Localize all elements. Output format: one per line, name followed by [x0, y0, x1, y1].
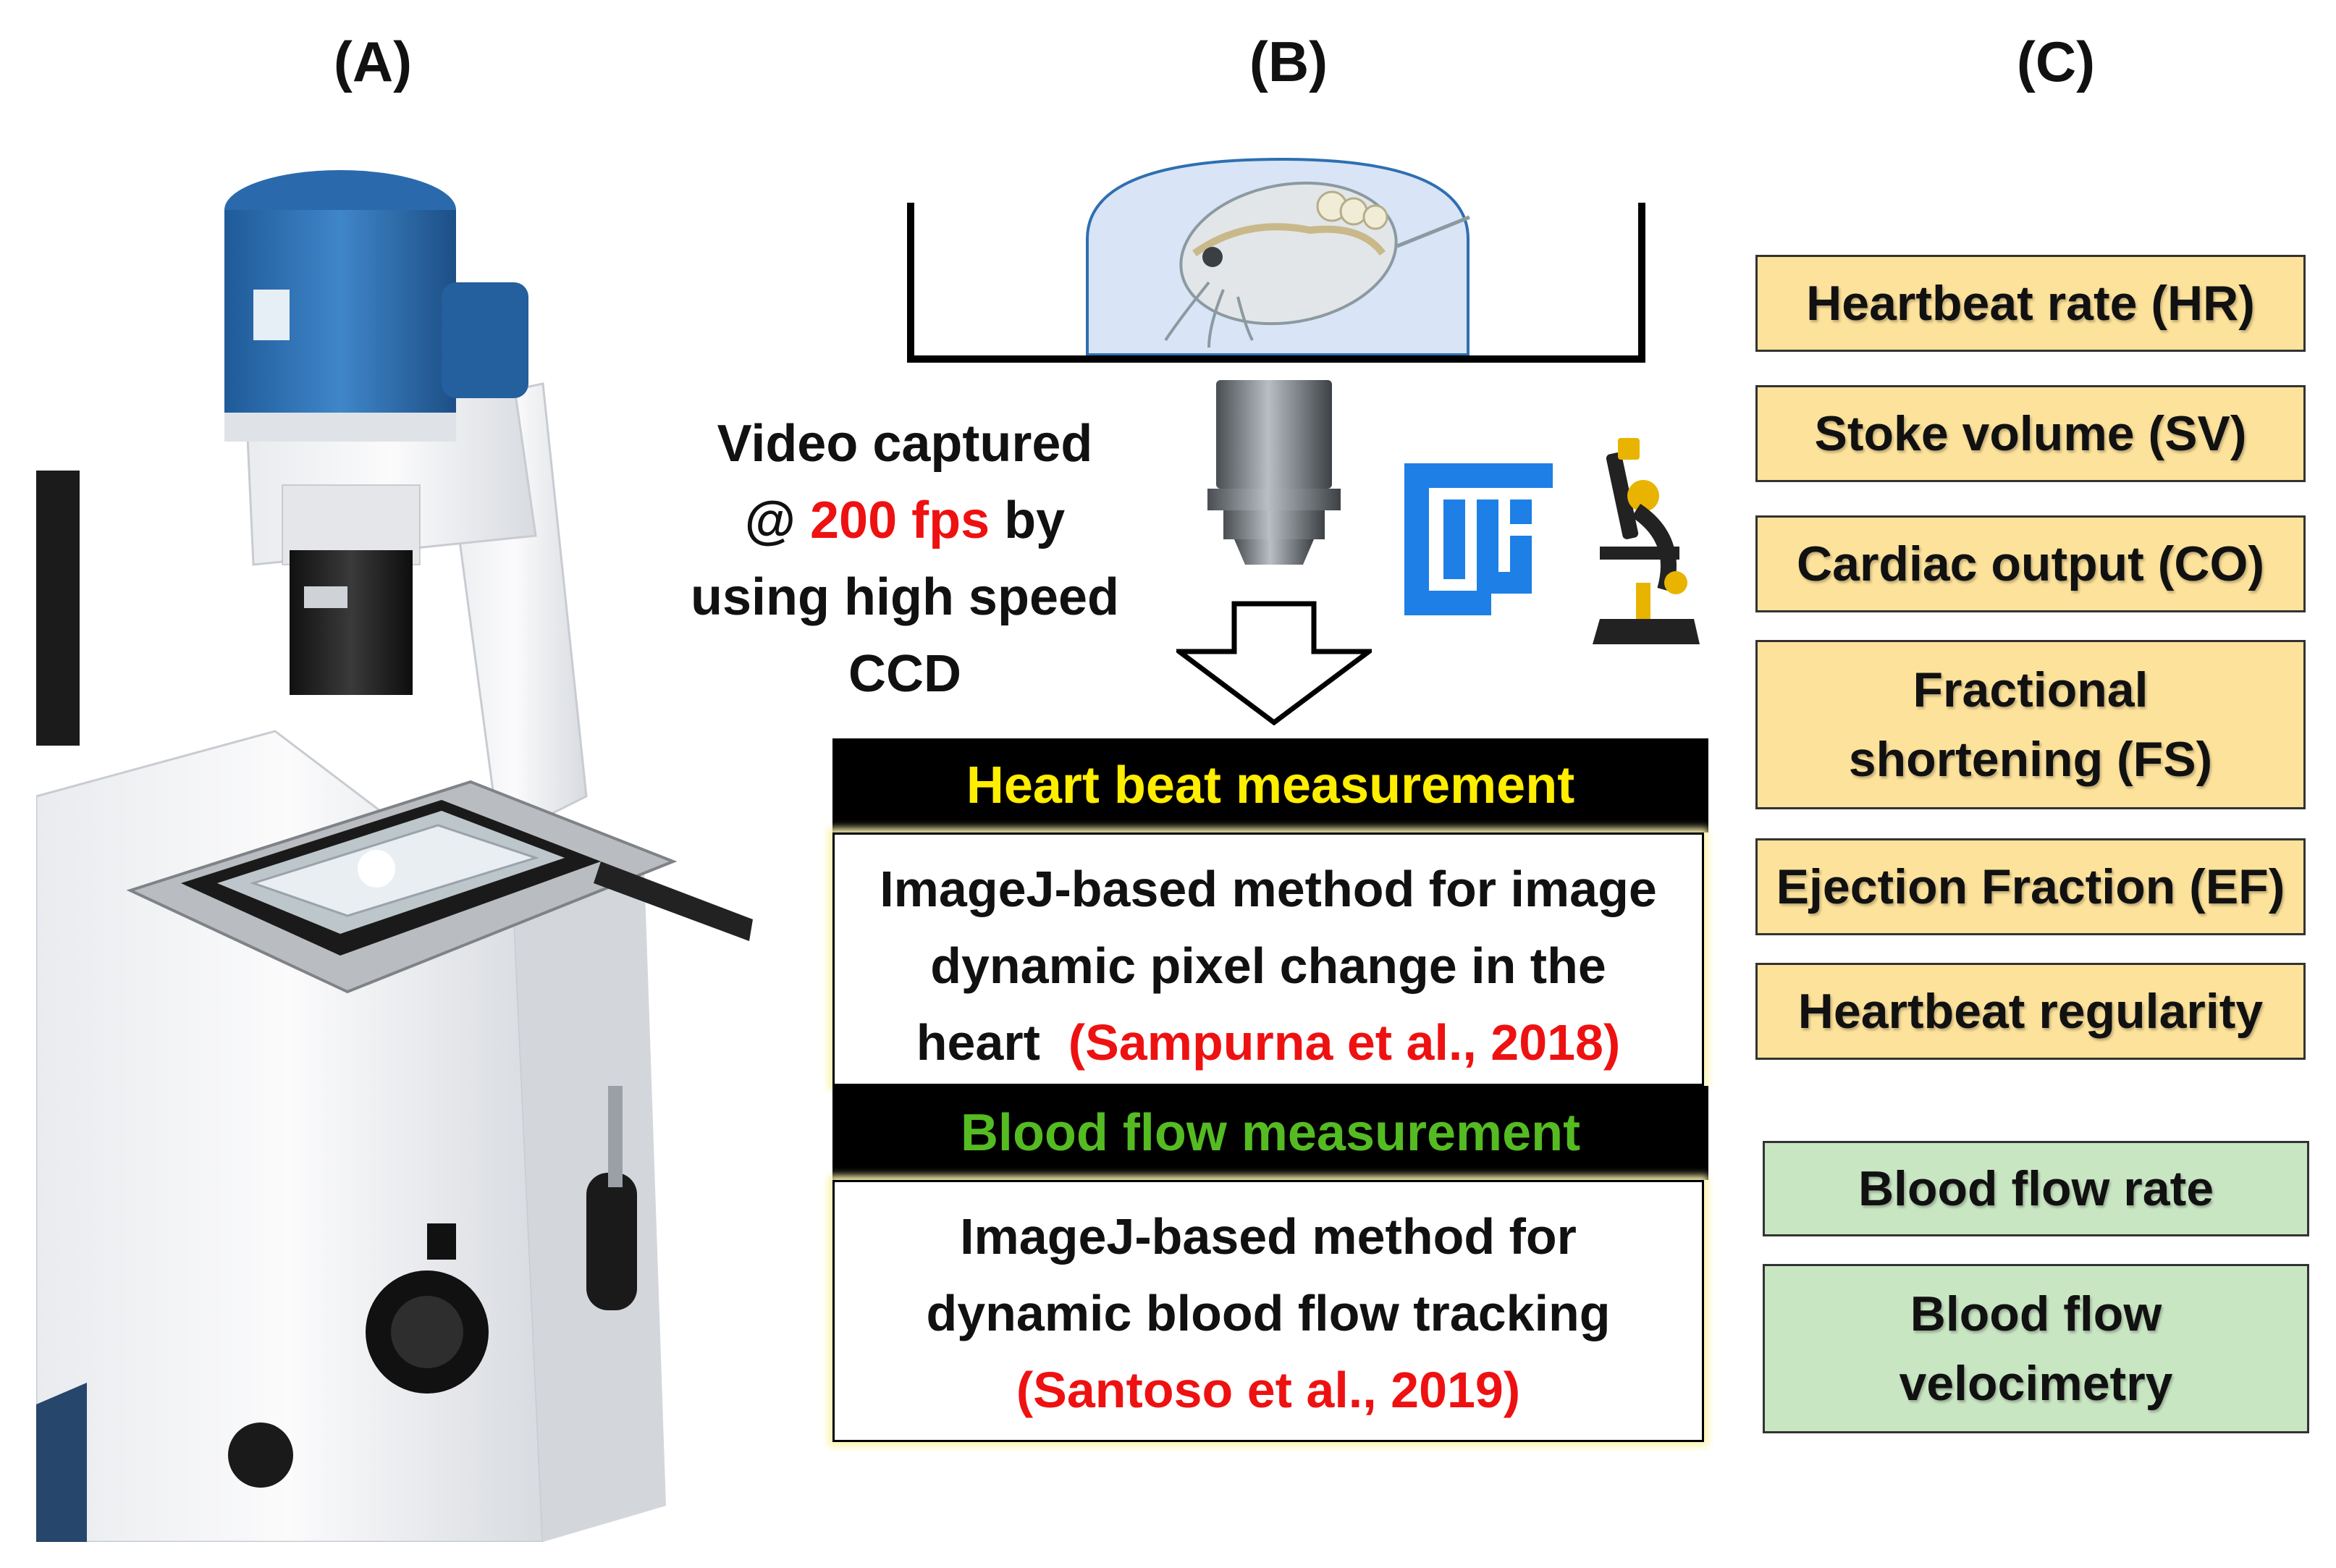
panel-label-b: (B) [1249, 30, 1328, 93]
heart-citation: (Sampurna et al., 2018) [1068, 1014, 1621, 1071]
fps-highlight: 200 fps [810, 492, 990, 549]
fiji-logo-icon [1404, 463, 1553, 615]
metric-fractional-shortening: Fractional shortening (FS) [1755, 640, 2306, 809]
blood-flow-method: ImageJ-based method for dynamic blood fl… [832, 1180, 1704, 1442]
heart-method-line-3: heart (Sampurna et al., 2018) [916, 1014, 1621, 1071]
heart-beat-section-title: Heart beat measurement [832, 738, 1708, 833]
blood-method-line-2: dynamic blood flow tracking [926, 1285, 1611, 1341]
metric-heartbeat-rate: Heartbeat rate (HR) [1755, 255, 2306, 352]
metric-blood-flow-rate: Blood flow rate [1763, 1141, 2309, 1236]
caption-line-2: @ 200 fps by [744, 492, 1066, 549]
microscope-icon [1593, 438, 1700, 644]
metric-ejection-fraction: Ejection Fraction (EF) [1755, 838, 2306, 935]
panel-label-c: (C) [2016, 30, 2096, 93]
caption-line-4: CCD [848, 645, 961, 703]
daphnia-icon [1164, 181, 1470, 348]
panel-label-a: (A) [333, 30, 413, 93]
metric-blood-flow-velocimetry: Blood flow velocimetry [1763, 1264, 2309, 1433]
caption-line-1: Video captured [717, 415, 1093, 473]
metric-stroke-volume: Stoke volume (SV) [1755, 385, 2306, 482]
heart-method-line-2: dynamic pixel change in the [930, 937, 1606, 994]
heart-beat-method: ImageJ-based method for image dynamic pi… [832, 833, 1704, 1086]
inverted-microscope-photo [36, 170, 753, 1542]
down-arrow-icon [1176, 601, 1372, 725]
metric-cardiac-output: Cardiac output (CO) [1755, 515, 2306, 612]
video-capture-caption: Video captured @ 200 fps by using high s… [637, 405, 1173, 712]
caption-line-3: using high speed [690, 568, 1120, 626]
objective-lens-icon [1207, 380, 1341, 565]
blood-flow-section-title: Blood flow measurement [832, 1086, 1708, 1180]
blood-citation: (Santoso et al., 2019) [1016, 1362, 1521, 1418]
blood-method-line-1: ImageJ-based method for [960, 1208, 1577, 1265]
metric-heartbeat-regularity: Heartbeat regularity [1755, 963, 2306, 1060]
sample-well-diagram [907, 157, 1645, 363]
heart-method-line-1: ImageJ-based method for image [880, 861, 1657, 917]
